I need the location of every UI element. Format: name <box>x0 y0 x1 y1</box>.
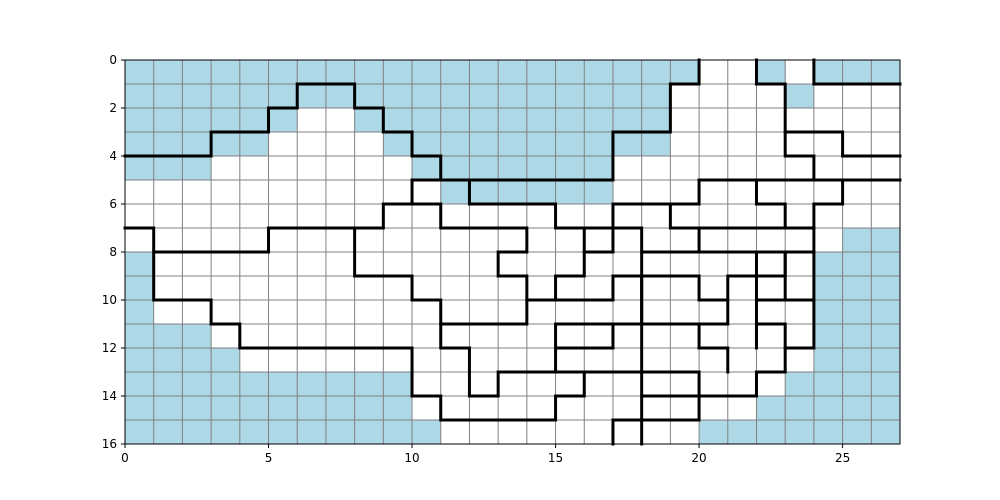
y-tick-label: 8 <box>109 245 117 259</box>
y-tick-label: 10 <box>102 293 117 307</box>
region-boundaries <box>123 58 902 446</box>
land-span <box>584 420 613 444</box>
region-boundary <box>611 226 644 398</box>
region-boundary <box>611 178 902 446</box>
y-tick-label: 12 <box>102 341 117 355</box>
region-boundary <box>754 322 787 350</box>
land-span <box>125 180 441 204</box>
x-tick-label: 25 <box>835 451 850 465</box>
y-tick-label: 14 <box>102 389 117 403</box>
region-boundary <box>640 274 730 302</box>
y-tick-label: 0 <box>109 53 117 67</box>
x-tick-label: 10 <box>404 451 419 465</box>
region-boundary <box>611 250 758 326</box>
land-span <box>785 60 814 84</box>
region-boundary <box>812 58 902 86</box>
land-span <box>412 372 786 396</box>
land-span <box>125 228 843 252</box>
land-span <box>211 324 814 348</box>
region-boundary <box>123 226 701 446</box>
region-boundary <box>668 202 816 230</box>
region-boundary <box>123 58 701 182</box>
y-tick-label: 16 <box>102 437 117 451</box>
x-tick-label: 15 <box>548 451 563 465</box>
y-tick-label: 6 <box>109 197 117 211</box>
region-boundary <box>697 346 730 374</box>
land-span <box>153 252 814 276</box>
x-tick-label: 0 <box>121 451 129 465</box>
land-span <box>813 84 900 108</box>
region-boundary <box>353 226 586 398</box>
region-boundary <box>525 226 615 302</box>
y-tick-label: 4 <box>109 149 117 163</box>
region-boundary <box>783 130 816 182</box>
x-axis-ticks: 0 5 10 15 20 25 <box>121 444 850 465</box>
land-span <box>153 276 814 300</box>
land-span <box>211 156 413 180</box>
y-axis-ticks: 0 2 4 6 8 10 12 14 16 <box>102 53 125 451</box>
y-tick-label: 2 <box>109 101 117 115</box>
x-tick-label: 5 <box>265 451 273 465</box>
land-span <box>125 204 900 228</box>
land-span <box>440 420 700 444</box>
region-boundary <box>152 178 787 254</box>
x-tick-label: 20 <box>691 451 706 465</box>
land-span <box>153 300 814 324</box>
